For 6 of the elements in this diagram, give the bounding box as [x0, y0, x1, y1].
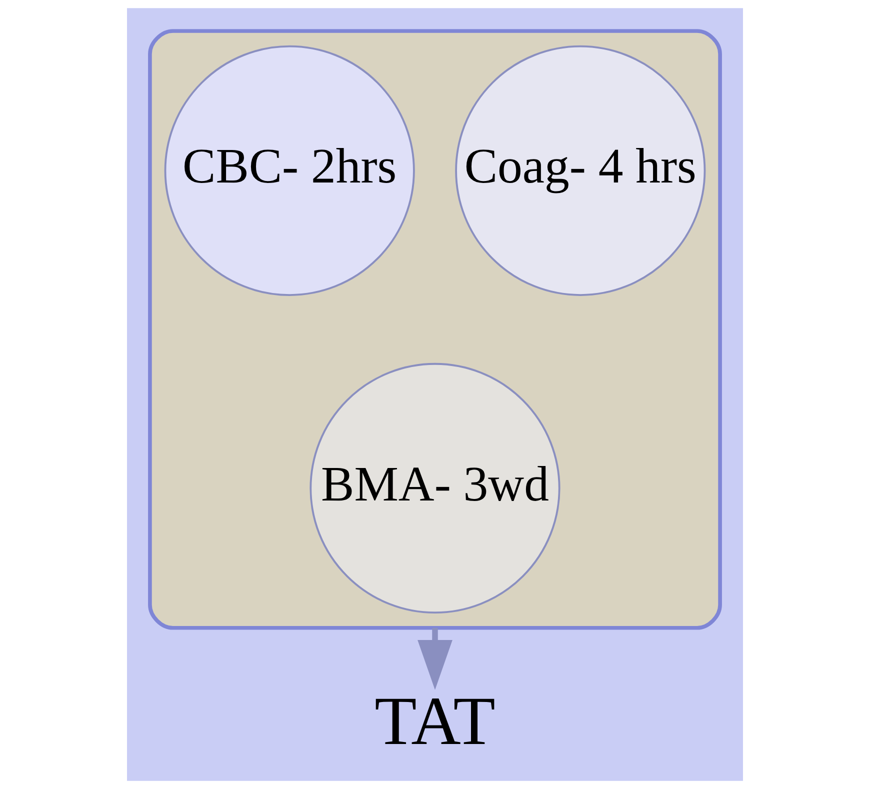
node-text: TAT: [374, 683, 495, 760]
node-circle: Coag- 4 hrs: [454, 45, 706, 296]
arrow: [417, 628, 452, 690]
cluster: [148, 29, 722, 630]
node-circle: BMA- 3wd: [309, 362, 560, 614]
node-circle: CBC- 2hrs: [164, 45, 414, 296]
